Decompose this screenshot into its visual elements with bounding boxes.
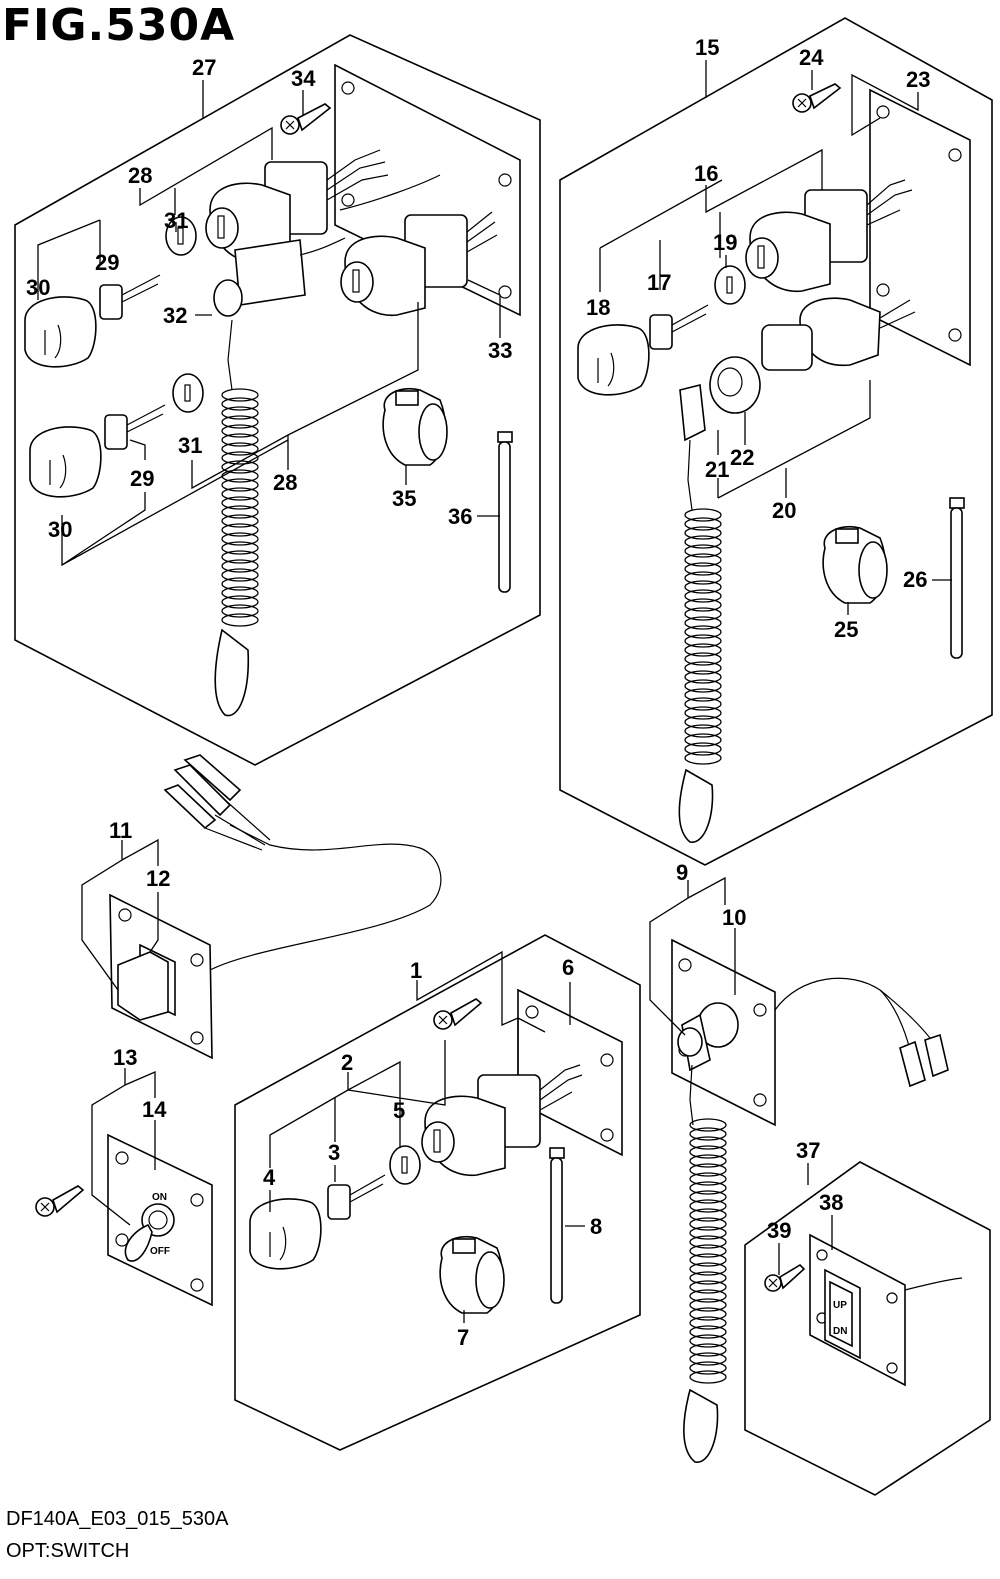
callout-27: 27 bbox=[192, 55, 216, 80]
callout-37: 37 bbox=[796, 1138, 820, 1163]
callout-36: 36 bbox=[448, 504, 472, 529]
toggle-switch-14: ON OFF bbox=[107, 1133, 213, 1307]
callout-9: 9 bbox=[676, 860, 688, 885]
key-switch-16 bbox=[745, 179, 913, 293]
rocker-switch-12 bbox=[109, 754, 442, 1060]
callout-numbers: 27 34 28 31 29 30 32 33 31 29 28 35 36 3… bbox=[26, 35, 930, 1350]
figure-code: DF140A_E03_015_530A bbox=[6, 1508, 229, 1530]
callout-18: 18 bbox=[586, 295, 610, 320]
callout-30b: 30 bbox=[48, 517, 72, 542]
toggle-on-label: ON bbox=[152, 1192, 167, 1203]
callout-23: 23 bbox=[906, 67, 930, 92]
lanyard-coil-21 bbox=[678, 384, 722, 843]
mounting-plate-23 bbox=[869, 88, 971, 367]
key-17 bbox=[649, 304, 709, 350]
callout-29b: 29 bbox=[130, 466, 154, 491]
lanyard-coil-27 bbox=[214, 319, 259, 717]
group-box-37 bbox=[744, 1161, 991, 1496]
knob-18 bbox=[577, 324, 650, 396]
callout-10: 10 bbox=[722, 905, 746, 930]
nut-22 bbox=[709, 356, 761, 414]
callout-33: 33 bbox=[488, 338, 512, 363]
plug-25 bbox=[822, 526, 888, 604]
screw-1 bbox=[433, 998, 483, 1030]
callout-19: 19 bbox=[713, 230, 737, 255]
plug-35 bbox=[382, 388, 448, 466]
callout-15: 15 bbox=[695, 35, 719, 60]
cable-tie-36 bbox=[497, 431, 513, 593]
stop-switch-10 bbox=[671, 938, 949, 1127]
callout-30: 30 bbox=[26, 275, 50, 300]
callout-32: 32 bbox=[163, 303, 187, 328]
callout-1: 1 bbox=[410, 958, 422, 983]
cap-5 bbox=[389, 1145, 421, 1185]
leader-lines bbox=[37, 60, 952, 1323]
plug-7 bbox=[439, 1236, 505, 1314]
callout-7: 7 bbox=[457, 1325, 469, 1350]
screw-34 bbox=[280, 103, 332, 135]
callout-38: 38 bbox=[819, 1190, 843, 1215]
trim-up-label: UP bbox=[833, 1300, 847, 1311]
key-29-lower bbox=[104, 404, 166, 450]
callout-21: 21 bbox=[705, 457, 729, 482]
stop-switch-32 bbox=[213, 237, 346, 317]
callout-25: 25 bbox=[834, 617, 858, 642]
stop-switch-20 bbox=[761, 297, 916, 371]
lanyard-coil-9 bbox=[683, 1118, 727, 1463]
toggle-off-label: OFF bbox=[150, 1246, 170, 1257]
knob-30-upper bbox=[24, 296, 97, 368]
callout-4: 4 bbox=[263, 1165, 276, 1190]
callout-34: 34 bbox=[291, 66, 316, 91]
callout-5: 5 bbox=[393, 1098, 405, 1123]
callout-2: 2 bbox=[341, 1050, 353, 1075]
callout-29: 29 bbox=[95, 250, 119, 275]
cap-31-lower bbox=[172, 373, 204, 413]
callout-20: 20 bbox=[772, 498, 796, 523]
callout-8: 8 bbox=[590, 1214, 602, 1239]
cap-31-upper bbox=[165, 216, 197, 256]
cap-19 bbox=[714, 265, 746, 305]
key-switch-28-upper bbox=[205, 149, 441, 264]
callout-13: 13 bbox=[113, 1045, 137, 1070]
mounting-plate-33 bbox=[334, 63, 521, 317]
screw-39 bbox=[764, 1263, 806, 1292]
callout-35: 35 bbox=[392, 486, 416, 511]
trim-down-label: DN bbox=[833, 1326, 847, 1337]
callout-22: 22 bbox=[730, 445, 754, 470]
callout-14: 14 bbox=[142, 1097, 167, 1122]
trim-switch-38: UP DN bbox=[809, 1233, 963, 1387]
callout-24: 24 bbox=[799, 45, 824, 70]
screw-24 bbox=[792, 83, 842, 113]
key-switch-28-lower bbox=[340, 211, 498, 317]
callout-3: 3 bbox=[328, 1140, 340, 1165]
group-box-1 bbox=[234, 934, 641, 1451]
callout-31: 31 bbox=[164, 208, 188, 233]
callout-12: 12 bbox=[146, 866, 170, 891]
key-switch-2 bbox=[421, 1064, 583, 1177]
callout-6: 6 bbox=[562, 955, 574, 980]
knob-30-lower bbox=[29, 426, 102, 498]
callout-11: 11 bbox=[109, 818, 132, 843]
callout-17: 17 bbox=[647, 270, 671, 295]
figure-title: FIG.530A bbox=[2, 0, 236, 51]
knob-4 bbox=[249, 1198, 322, 1270]
callout-39: 39 bbox=[767, 1218, 791, 1243]
callout-28b: 28 bbox=[273, 470, 297, 495]
callout-28: 28 bbox=[128, 163, 152, 188]
key-3 bbox=[327, 1174, 386, 1220]
cable-tie-8 bbox=[549, 1147, 565, 1304]
screw-13 bbox=[35, 1185, 85, 1217]
figure-caption: OPT:SWITCH bbox=[6, 1540, 130, 1562]
key-29-upper bbox=[99, 274, 161, 320]
callout-16: 16 bbox=[694, 161, 718, 186]
group-box-15 bbox=[559, 17, 993, 866]
callout-31b: 31 bbox=[178, 433, 202, 458]
callout-26: 26 bbox=[903, 567, 927, 592]
group-box-27 bbox=[14, 34, 541, 766]
cable-tie-26 bbox=[949, 497, 965, 659]
